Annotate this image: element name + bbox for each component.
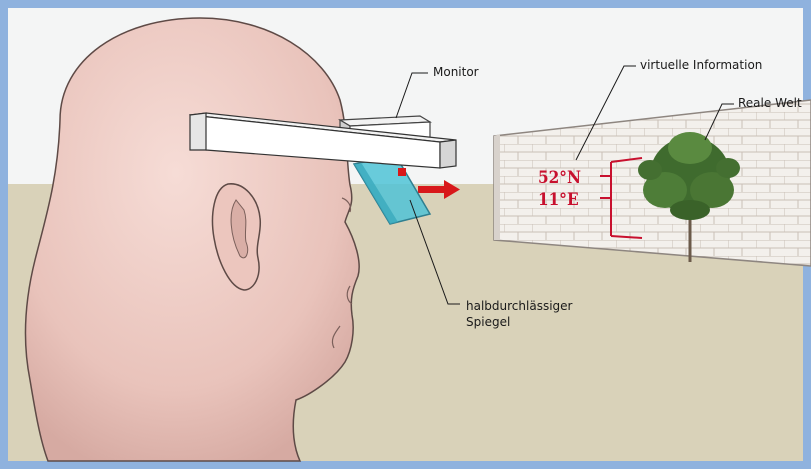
label-mirror-line2: Spiegel bbox=[466, 314, 572, 330]
label-real-world: Reale Welt bbox=[738, 96, 802, 110]
label-half-transparent-mirror: halbdurchlässiger Spiegel bbox=[466, 298, 572, 330]
label-mirror-line1: halbdurchlässiger bbox=[466, 298, 572, 314]
coord-latitude: 52°N bbox=[538, 167, 581, 189]
virtual-coordinates: 52°N 11°E bbox=[538, 167, 581, 211]
label-monitor: Monitor bbox=[433, 65, 479, 79]
head-illustration bbox=[25, 18, 359, 461]
coord-longitude: 11°E bbox=[538, 189, 581, 211]
label-virtual-information: virtuelle Information bbox=[640, 58, 762, 72]
